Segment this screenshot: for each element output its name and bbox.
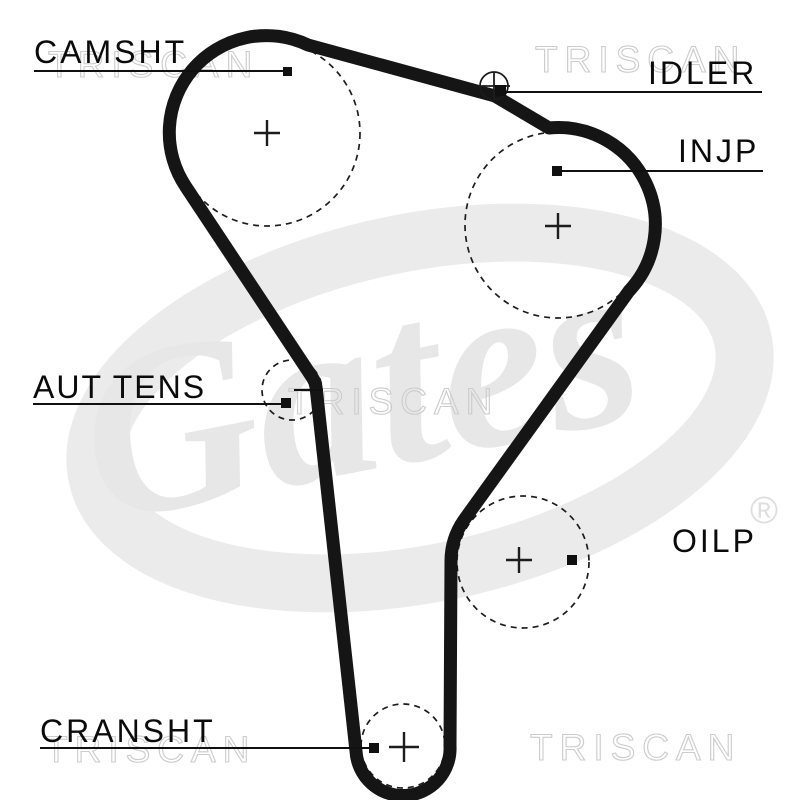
triscan-watermark-top-right: TRISCAN (535, 39, 746, 80)
crankshaft-leader-dot (369, 743, 379, 753)
idler-leader-dot (495, 85, 506, 96)
oil-pump-center-cross-icon (506, 547, 532, 573)
auto-tensioner-label: AUT TENS (33, 369, 206, 405)
leader-lines (33, 67, 763, 753)
oil-pump-leader-dot (567, 555, 577, 565)
camshaft-center-cross-icon (254, 120, 280, 146)
auto-tensioner-leader-dot (281, 398, 291, 408)
oil-pump-label: OILP (672, 523, 757, 559)
pulley-center-marks (254, 120, 571, 762)
timing-belt (162, 29, 662, 800)
triscan-watermark-bottom-right: TRISCAN (530, 727, 741, 768)
injection-pump-leader-dot (552, 166, 562, 176)
triscan-watermark-bottom-left: TRISCAN (45, 729, 256, 770)
injection-pump-center-cross-icon (545, 213, 571, 239)
idler-label: IDLER (648, 55, 757, 91)
oil-pump-pulley-circle (456, 495, 590, 629)
injection-pump-label: INJP (678, 133, 759, 169)
crankshaft-center-cross-icon (389, 732, 419, 762)
crankshaft-label: CRANSHT (40, 713, 216, 749)
camshaft-label: CAMSHT (34, 34, 187, 70)
component-labels: CAMSHT IDLER INJP AUT TENS OILP CRANSHT (33, 34, 759, 749)
registered-trademark-icon: ® (750, 490, 778, 532)
camshaft-leader-dot (283, 67, 292, 76)
